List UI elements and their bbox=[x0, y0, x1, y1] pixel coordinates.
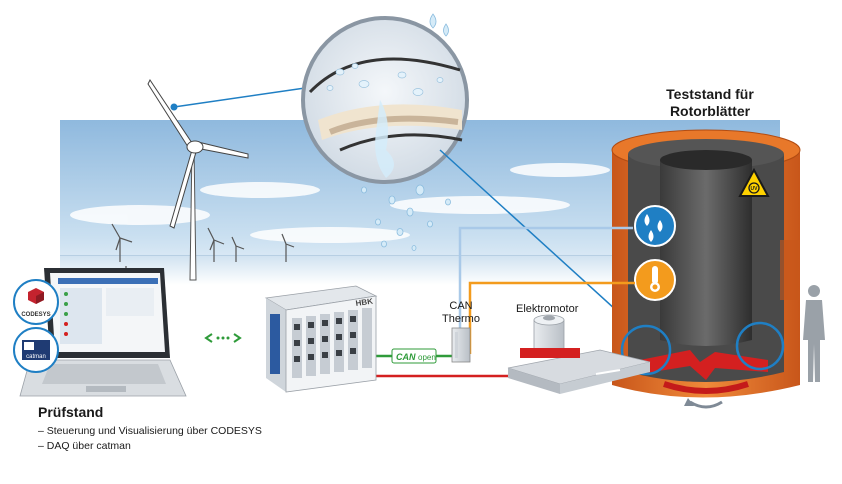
list-item: – Steuerung und Visualisierung über CODE… bbox=[38, 425, 262, 437]
magnified-blade-detail bbox=[301, 16, 469, 184]
svg-text:HBK: HBK bbox=[355, 297, 374, 308]
svg-text:CAN: CAN bbox=[396, 352, 416, 362]
catman-logo: catman bbox=[13, 327, 59, 373]
water-drops-icon bbox=[634, 205, 676, 247]
daq-device: HBK bbox=[264, 285, 378, 393]
inlet-hotspot-left bbox=[620, 324, 672, 376]
list-item: – DAQ über catman bbox=[38, 440, 131, 452]
canopen-badge: CAN open bbox=[391, 348, 437, 364]
pruefstand-list: – Steuerung und Visualisierung über CODE… bbox=[38, 424, 262, 454]
rotation-arrow-icon bbox=[689, 400, 723, 409]
pruefstand-title: Prüfstand bbox=[38, 404, 104, 420]
svg-text:CODESYS: CODESYS bbox=[21, 312, 50, 318]
laptop bbox=[19, 268, 187, 397]
svg-text:open: open bbox=[418, 353, 436, 362]
codesys-logo: CODESYS bbox=[13, 279, 59, 325]
arrows-icon bbox=[204, 333, 242, 343]
rotor-blade-test-chamber bbox=[611, 129, 801, 398]
can-thermo-label: CAN Thermo bbox=[442, 300, 480, 325]
wind-turbine bbox=[147, 79, 249, 281]
electric-motor-label: Elektromotor bbox=[516, 303, 579, 315]
svg-text:catman: catman bbox=[26, 354, 46, 360]
electric-motor bbox=[507, 314, 651, 394]
can-thermo-module bbox=[451, 327, 471, 363]
uv-warning-icon: UV bbox=[738, 167, 770, 197]
svg-text:UV: UV bbox=[751, 186, 759, 192]
person-silhouette bbox=[803, 285, 825, 382]
water-drops-icon bbox=[361, 13, 451, 251]
test-stand-title: Teststand für Rotorblätter bbox=[666, 86, 754, 119]
thermometer-icon bbox=[634, 259, 676, 301]
inlet-hotspot-right bbox=[735, 321, 785, 371]
